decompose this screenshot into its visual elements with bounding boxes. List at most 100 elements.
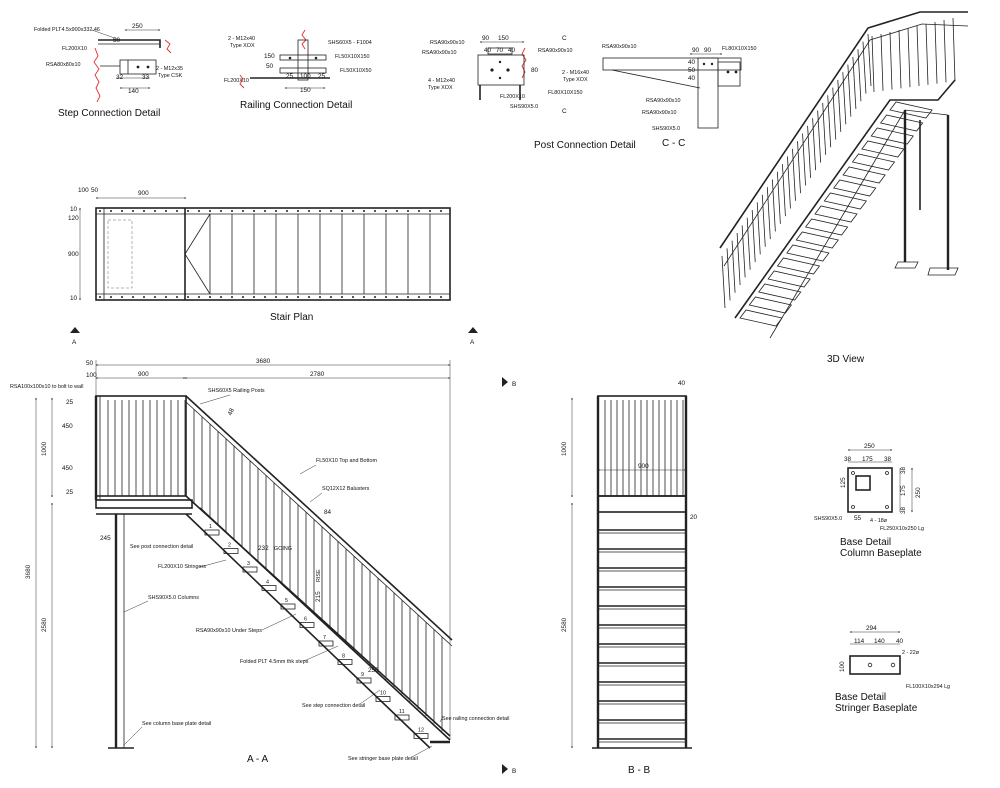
cc-shs: SHS90X5.0 [652, 126, 680, 132]
iso-baluster [776, 171, 781, 224]
str-dim-114: 114 [854, 638, 865, 645]
iso-step [823, 192, 868, 210]
aa-step [261, 585, 277, 591]
aa-dim-48: 48 [227, 407, 237, 417]
plan-bolt [209, 296, 211, 298]
aa-dim-84: 84 [324, 509, 332, 516]
plan-bolt [374, 296, 376, 298]
cc-dim-40a: 40 [688, 59, 696, 66]
aa-gap-25a: 25 [66, 399, 74, 406]
plan-bolt [132, 210, 134, 212]
section-aa: 3680 50 100 900 2780 3680 1000 2580 450 … [10, 358, 516, 775]
plan-dim-900v: 900 [68, 251, 79, 258]
aa-step [280, 603, 296, 610]
iso-baluster [782, 164, 786, 217]
col-dim-38d: 38 [900, 506, 907, 514]
iso-baluster [852, 56, 857, 109]
rail-fl50-50: FL50X10X50 [340, 68, 371, 74]
step-number: 9 [361, 672, 364, 678]
plan-bolt [154, 210, 156, 212]
aa-height-3680: 3680 [25, 564, 32, 579]
section-aa-title: A - A [247, 754, 268, 765]
iso-baluster [751, 210, 756, 263]
rail-bolts-label: 2 - M12x40 [228, 36, 255, 42]
iso-step [861, 140, 905, 158]
step-number: 2 [228, 543, 231, 549]
post-rsa1: RSA90x90x10 [430, 40, 464, 46]
col-plate: FL250X10x250 Lg [880, 526, 924, 532]
base-detail-column: 250 38 175 38 38 175 38 125 55 250 4 - 1… [814, 443, 924, 559]
post-dim-80: 80 [531, 67, 539, 74]
post-dim-70: 70 [496, 47, 504, 54]
railing-connection-title: Railing Connection Detail [240, 100, 352, 111]
col-dim-175v: 175 [900, 485, 907, 496]
plan-bolt [308, 296, 310, 298]
rail-dim-25a: 25 [286, 73, 294, 80]
iso-baluster [807, 125, 811, 178]
bb-dim-900: 900 [638, 463, 649, 470]
rail-dim-100: 100 [300, 73, 311, 80]
section-bb-title: B - B [628, 765, 651, 776]
aa-step [204, 529, 220, 536]
aa-dim-100: 100 [86, 372, 97, 379]
iso-step [879, 114, 924, 132]
plan-bolt [110, 296, 112, 298]
post-dim-150: 150 [498, 35, 509, 42]
iso-baluster [766, 187, 771, 240]
label-columns: SHS90X5.0 Columns [148, 595, 199, 601]
step-number: 3 [247, 561, 250, 567]
aa-step [356, 677, 372, 684]
bb-dim-20: 20 [690, 514, 698, 521]
plan-bolt [110, 210, 112, 212]
iso-baluster [871, 35, 875, 93]
aa-dim-50: 50 [86, 360, 94, 367]
dim-50: 50 [113, 37, 121, 44]
rail-dim-150b: 150 [300, 87, 311, 94]
col-dim-175: 175 [862, 456, 873, 463]
aa-step [318, 640, 334, 647]
label-balusters: SQ12X12 Balusters [322, 486, 370, 492]
railing-connection-detail: 2 - M12x40 Type XOX SHS60X5 - F1004 FL50… [224, 29, 372, 111]
plan-bolt [121, 210, 123, 212]
iso-step [870, 127, 914, 145]
iso-baluster [898, 29, 902, 89]
post-dim-90: 90 [482, 35, 490, 42]
iso-baluster [862, 41, 867, 94]
iso-step [889, 101, 933, 119]
aa-dim-going: GOING [274, 546, 292, 552]
bolt-type-label: Type CSK [158, 73, 183, 79]
plan-bolt [187, 210, 189, 212]
rail-bolt-type: Type XOX [230, 43, 255, 49]
base-str-title-1: Base Detail [835, 692, 886, 703]
aa-mark-b-top: B [512, 381, 516, 388]
rail-dim-50: 50 [266, 63, 274, 70]
plan-bolt [308, 210, 310, 212]
bb-dim-40: 40 [678, 380, 686, 387]
iso-step [814, 205, 858, 223]
plan-bolt [319, 210, 321, 212]
plan-bolt [154, 296, 156, 298]
iso-baluster [741, 225, 746, 278]
str-dim-40: 40 [896, 638, 904, 645]
iso-baluster [771, 179, 776, 232]
iso-baluster [943, 19, 947, 83]
aa-step [337, 659, 353, 665]
step-number: 12 [418, 728, 424, 734]
plan-bolt [429, 210, 431, 212]
stair-plan-title: Stair Plan [270, 312, 313, 323]
iso-step [748, 296, 793, 314]
iso-baluster [907, 27, 911, 88]
rail-fl50-150: FL50X10X150 [335, 54, 369, 60]
post-dim-40a: 40 [484, 47, 492, 54]
rail-dim-150: 150 [264, 53, 275, 60]
cc-dim-40b: 40 [688, 75, 696, 82]
aa-gap-450a: 450 [62, 423, 73, 430]
plan-bolt [374, 210, 376, 212]
iso-baluster [802, 133, 806, 186]
post-shs: SHS90X5.0 [510, 104, 538, 110]
cc-dim-90a: 90 [692, 47, 700, 54]
aa-step [299, 622, 315, 628]
dim-33: 33 [142, 74, 150, 81]
plan-bolt [363, 296, 365, 298]
plan-bolt [429, 296, 431, 298]
